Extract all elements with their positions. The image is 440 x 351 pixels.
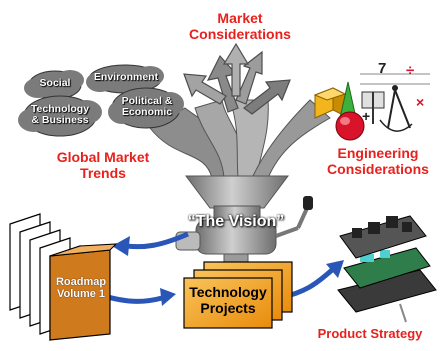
cloud-social-label: Social [39, 77, 71, 89]
vision-label: “The Vision” [187, 213, 285, 230]
cloud-political-label: Political & Economic [112, 96, 182, 118]
projects-line2: Projects [200, 300, 256, 316]
cloud-political-line1: Political & [121, 95, 173, 107]
flow-arrow-to-roadmap [112, 231, 189, 256]
product-strategy-label: Product Strategy [317, 326, 423, 341]
market-label-line2: Considerations [189, 26, 291, 42]
math-plus: + [362, 108, 371, 124]
engineering-tools [313, 73, 430, 141]
cloud-environment-label: Environment [93, 71, 159, 83]
input-stream [149, 99, 331, 179]
cloud-political [108, 87, 184, 129]
cloud-technology-line2: & Business [31, 114, 89, 126]
math-seven: 7 [378, 60, 387, 77]
roadmap-line2: Volume 1 [56, 288, 106, 300]
funnel-grinder [175, 175, 313, 269]
roadmap-label: Roadmap Volume 1 [52, 276, 110, 300]
market-considerations-label: Market Considerations [180, 10, 300, 42]
math-times: × [416, 94, 425, 110]
product-circuit-board [337, 215, 437, 323]
math-div: ÷ [406, 62, 415, 79]
global-label-line2: Trends [80, 165, 126, 181]
engineering-label-line1: Engineering [337, 145, 419, 161]
global-label-line1: Global Market [56, 149, 150, 165]
projects-line1: Technology [189, 284, 267, 300]
engineering-label-line2: Considerations [327, 161, 429, 177]
engineering-considerations-label: Engineering Considerations [322, 145, 434, 177]
market-arrows [183, 42, 291, 115]
cloud-environment [86, 64, 164, 94]
cloud-political-line2: Economic [121, 106, 173, 118]
cloud-technology-label: Technology & Business [24, 104, 96, 126]
roadmap-line1: Roadmap [55, 276, 107, 288]
roadmap-binders [9, 213, 118, 341]
technology-projects-label: Technology Projects [184, 284, 272, 316]
technology-project-sheets [183, 261, 293, 329]
cloud-technology-line1: Technology [30, 103, 90, 115]
cloud-technology [18, 95, 102, 137]
market-label-line1: Market [217, 10, 263, 26]
global-market-trends-label: Global Market Trends [28, 149, 178, 181]
